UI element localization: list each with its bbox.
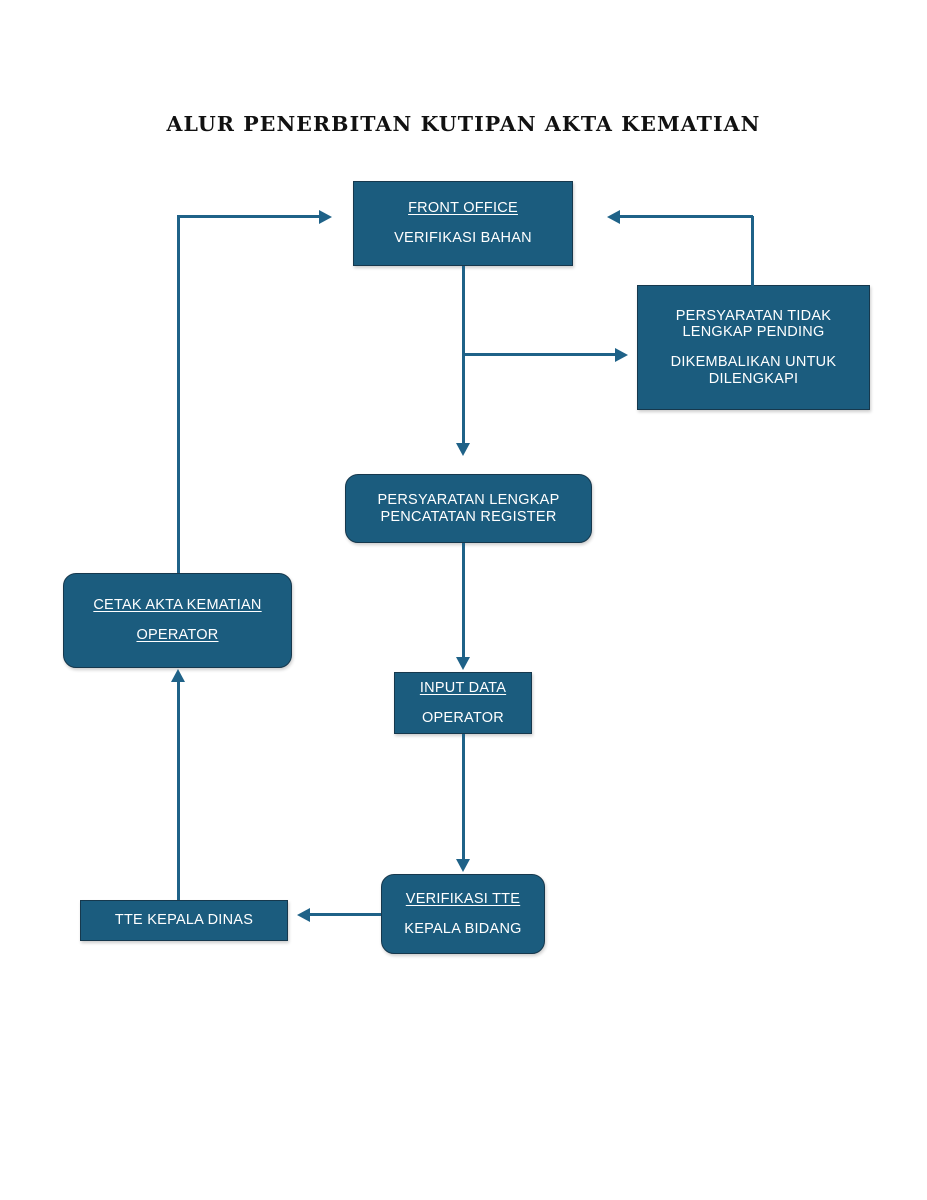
node-pending-line1: PERSYARATAN TIDAK: [675, 307, 832, 324]
connector-front-office-to-pending-line: [462, 353, 618, 356]
connector-verifikasi-tte-to-kepala-dinas-line: [308, 913, 381, 916]
node-verifikasi-tte[interactable]: VERIFIKASI TTE KEPALA BIDANG: [381, 874, 545, 954]
connector-input-data-to-verifikasi-tte-line: [462, 734, 465, 861]
node-verifikasi-tte-line2: KEPALA BIDANG: [404, 920, 522, 937]
node-persyaratan-lengkap[interactable]: PERSYARATAN LENGKAP PENCATATAN REGISTER: [345, 474, 592, 543]
page-title: ALUR PENERBITAN KUTIPAN AKTA KEMATIAN: [166, 112, 761, 136]
arrowhead-front-office-to-register: [456, 443, 470, 456]
node-input-data-line2: OPERATOR: [421, 709, 505, 726]
arrowhead-input-data-to-verifikasi-tte: [456, 859, 470, 872]
arrowhead-verifikasi-tte-to-kepala-dinas: [297, 908, 310, 922]
arrowhead-cetak-akta-to-front-office: [319, 210, 332, 224]
node-front-office-line2: VERIFIKASI BAHAN: [394, 230, 532, 246]
node-front-office[interactable]: FRONT OFFICE VERIFIKASI BAHAN: [353, 181, 573, 266]
node-persyaratan-tidak-lengkap[interactable]: PERSYARATAN TIDAK LENGKAP PENDING DIKEMB…: [637, 285, 870, 410]
node-register-line2: PENCATATAN REGISTER: [380, 508, 557, 525]
node-tte-kepala-dinas-line1: TTE KEPALA DINAS: [114, 912, 254, 929]
node-register-line1: PERSYARATAN LENGKAP: [377, 491, 560, 508]
node-verifikasi-tte-line1: VERIFIKASI TTE: [405, 890, 521, 907]
connector-cetak-akta-to-front-office-vertical: [177, 215, 180, 573]
node-front-office-line1: FRONT OFFICE: [408, 200, 518, 217]
arrowhead-front-office-to-pending: [615, 348, 628, 362]
connector-register-to-input-data-line: [462, 543, 465, 659]
connector-cetak-akta-to-front-office-horizontal: [177, 215, 322, 218]
node-cetak-line1: CETAK AKTA KEMATIAN: [93, 597, 262, 614]
node-input-data[interactable]: INPUT DATA OPERATOR: [394, 672, 532, 734]
node-pending-line4: DILENGKAPI: [708, 370, 799, 387]
node-pending-line3: DIKEMBALIKAN UNTUK: [670, 354, 837, 370]
arrowhead-register-to-input-data: [456, 657, 470, 670]
arrowhead-pending-to-front-office: [607, 210, 620, 224]
node-cetak-line2: OPERATOR: [136, 627, 219, 643]
node-input-data-line1: INPUT DATA: [419, 679, 507, 696]
node-pending-line2: LENGKAP PENDING: [682, 324, 825, 341]
connector-pending-to-front-office-vertical: [751, 216, 754, 286]
arrowhead-kepala-dinas-to-cetak-akta: [171, 669, 185, 682]
node-tte-kepala-dinas[interactable]: TTE KEPALA DINAS: [80, 900, 288, 941]
connector-kepala-dinas-to-cetak-akta-line: [177, 681, 180, 900]
connector-pending-to-front-office-horizontal: [615, 215, 753, 218]
node-cetak-akta-kematian[interactable]: CETAK AKTA KEMATIAN OPERATOR: [63, 573, 292, 668]
